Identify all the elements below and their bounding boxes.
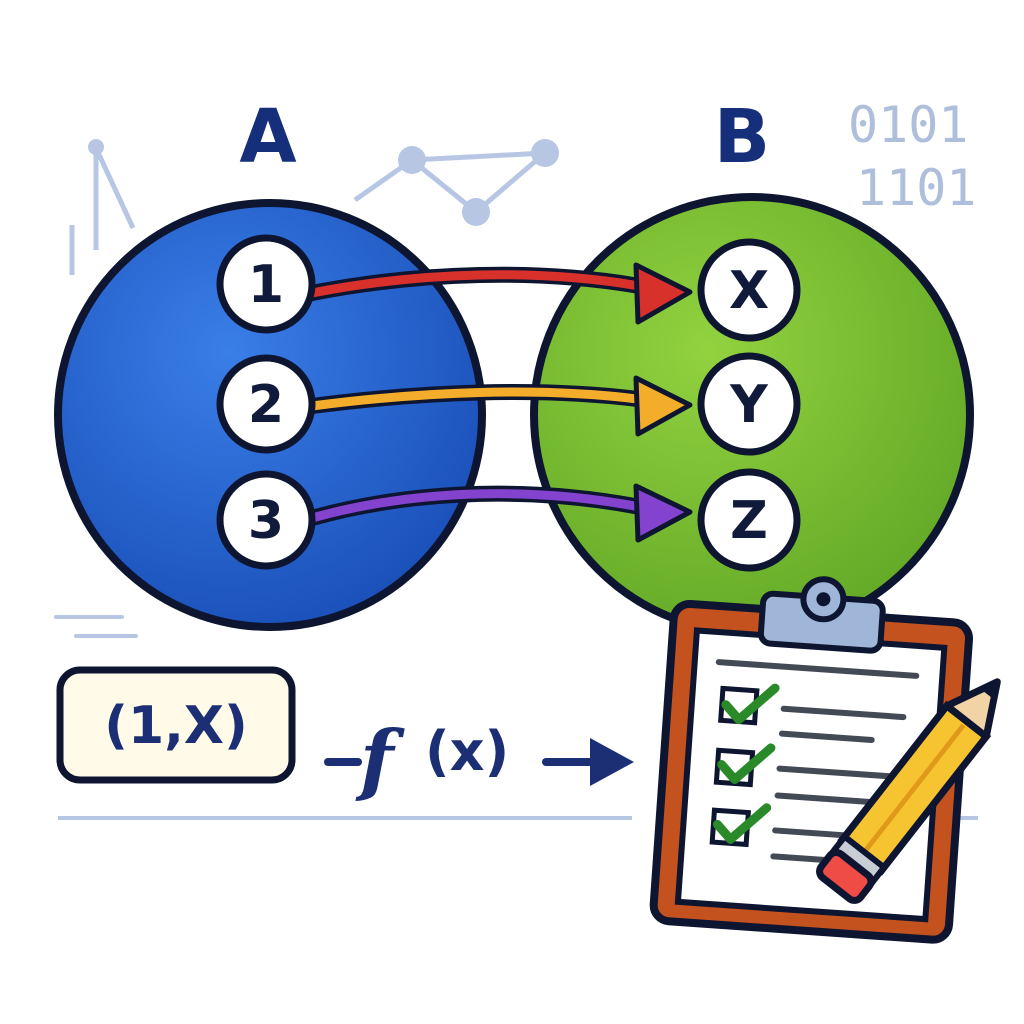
graph-node xyxy=(462,198,490,226)
mapping-arrow-2 xyxy=(304,375,693,437)
checklist-item-2 xyxy=(713,743,776,788)
decorative-dashes xyxy=(54,615,138,638)
mapping-arrow-1 xyxy=(304,262,693,325)
set-a-label: A xyxy=(239,94,296,180)
graph-node xyxy=(88,139,104,155)
svg-text:2: 2 xyxy=(248,375,284,435)
domain-element-2: 2 xyxy=(216,354,316,454)
function-arg: (x) xyxy=(425,720,509,783)
svg-text:Y: Y xyxy=(729,375,769,435)
function-f: f xyxy=(355,714,405,805)
binary-line-2: 1101 xyxy=(856,159,976,217)
domain-element-3: 3 xyxy=(216,470,316,570)
codomain-element-x: X xyxy=(697,238,801,342)
set-b-label: B xyxy=(714,94,770,180)
function-notation: f (x) xyxy=(324,714,634,805)
background-line-graph-top xyxy=(353,150,553,216)
svg-text:3: 3 xyxy=(248,491,284,551)
ordered-pair-box: (1,X) xyxy=(56,666,296,784)
graph-node xyxy=(398,146,426,174)
binary-line-1: 0101 xyxy=(848,96,968,154)
checklist-item-3 xyxy=(709,803,772,848)
codomain-element-y: Y xyxy=(697,352,801,456)
pencil-icon xyxy=(816,678,1001,904)
svg-text:X: X xyxy=(729,261,769,321)
svg-text:Z: Z xyxy=(730,491,768,551)
codomain-element-z: Z xyxy=(697,468,801,572)
background-line-graph-left xyxy=(69,146,136,275)
ordered-pair-text: (1,X) xyxy=(104,696,248,756)
svg-text:1: 1 xyxy=(248,255,284,315)
mapping-arrow-3 xyxy=(304,483,693,543)
graph-node xyxy=(531,139,559,167)
arrow-right-icon xyxy=(590,738,634,786)
domain-element-1: 1 xyxy=(216,234,316,334)
checklist-item-1 xyxy=(718,683,780,726)
